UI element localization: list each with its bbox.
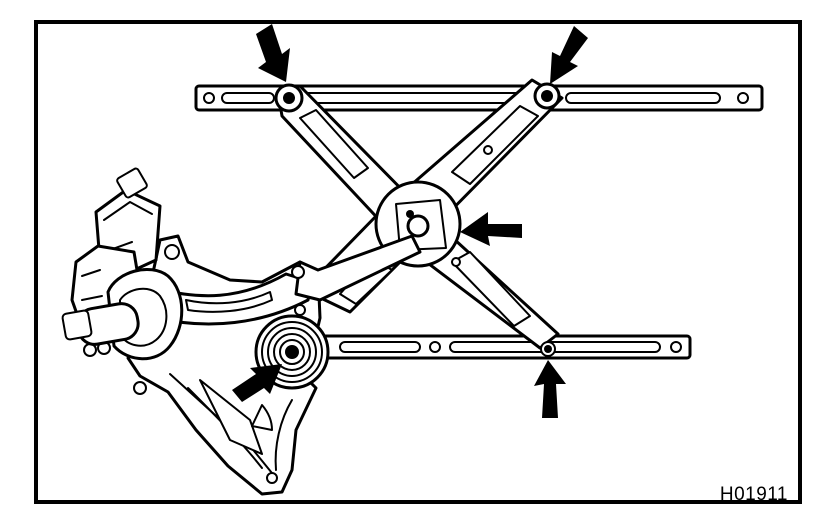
- sector-mount-bolts: [291, 265, 306, 316]
- plate-arm: [152, 272, 314, 326]
- lower-right-bolt: [540, 341, 556, 357]
- arrow-icon: [460, 212, 522, 246]
- upper-left-bolt: [274, 83, 304, 113]
- arrow-icon: [534, 360, 566, 418]
- upper-rail: [194, 84, 764, 112]
- sector-arm: [294, 234, 422, 302]
- arrow-icon: [550, 26, 588, 84]
- gear-housing: [61, 267, 184, 361]
- figure-code: H01911: [719, 484, 788, 505]
- arrow-icon: [232, 364, 282, 402]
- upper-right-bolt: [533, 82, 561, 110]
- lower-rail: [314, 334, 692, 360]
- arrow-icon: [256, 24, 290, 82]
- figure-frame: [34, 20, 802, 504]
